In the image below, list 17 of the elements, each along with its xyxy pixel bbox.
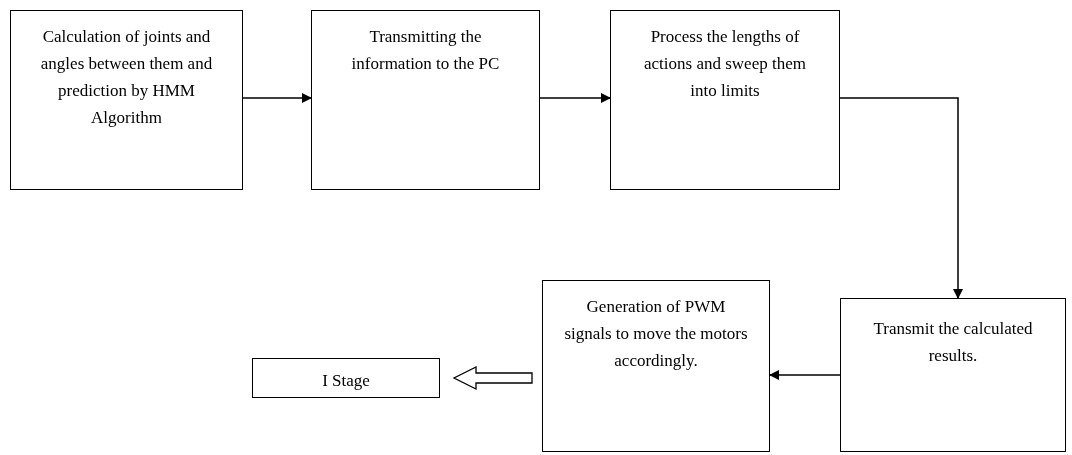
arrow (539, 93, 611, 103)
arrow (242, 93, 312, 103)
arrow (839, 97, 963, 299)
process-box (10, 10, 243, 190)
box-text: Generation of PWM signals to move the motors accordingly. (563, 296, 749, 372)
box-text: I Stage (322, 370, 370, 392)
process-box (311, 10, 540, 190)
process-box (252, 358, 440, 398)
process-box (610, 10, 840, 190)
process-box (840, 298, 1066, 452)
box-text: Transmitting the information to the PC (350, 26, 501, 75)
box-text: Calculation of joints and angles between them and prediction by HMM Algorithm (39, 26, 214, 129)
arrow (769, 370, 841, 380)
box-text: Transmit the calculated results. (872, 318, 1034, 367)
box-text: Process the lengths of actions and sweep them into limits (643, 26, 807, 102)
hollow-arrow (452, 365, 533, 391)
process-box (542, 280, 770, 452)
